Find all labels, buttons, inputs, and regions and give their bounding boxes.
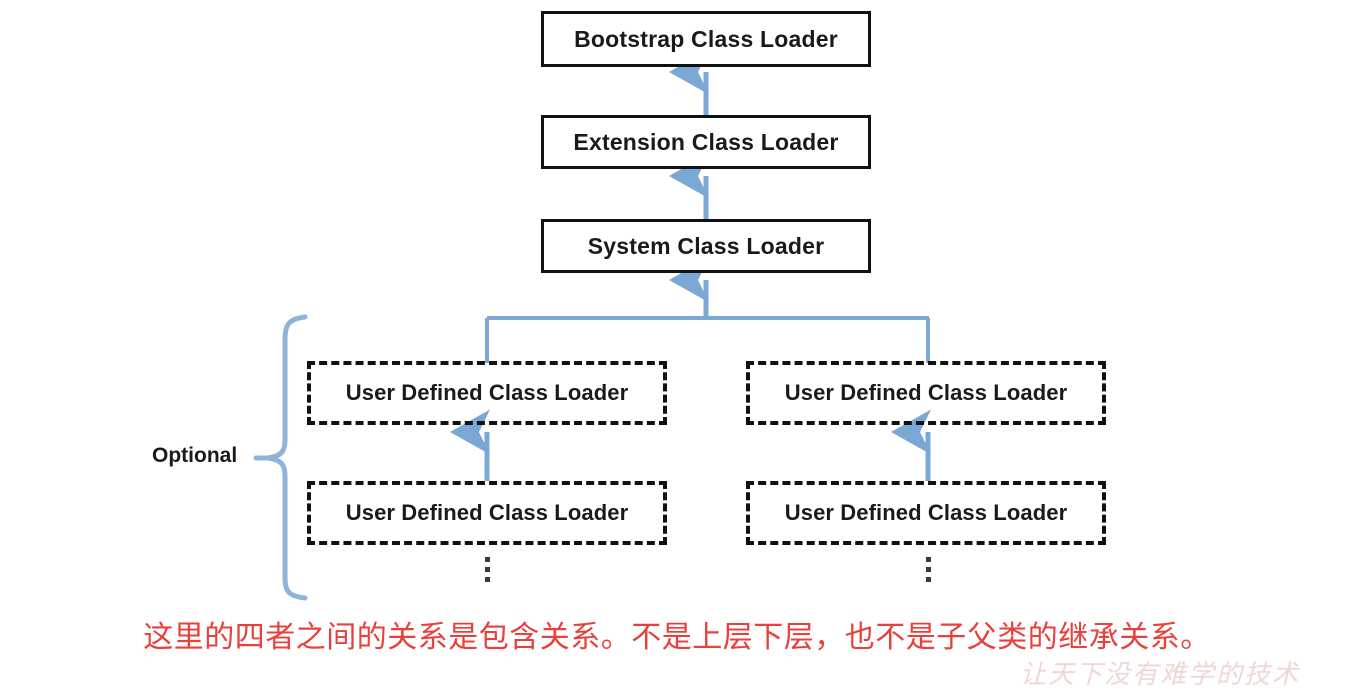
box-user-defined-class-loader-right-1-label: User Defined Class Loader: [784, 380, 1068, 405]
ellipsis-dot: [484, 567, 490, 572]
box-user-defined-class-loader-left-2[interactable]: User Defined Class Loader: [307, 481, 667, 545]
optional-label: Optional: [152, 444, 238, 467]
ellipsis-dot: [925, 577, 931, 582]
box-user-defined-class-loader-right-2[interactable]: User Defined Class Loader: [746, 481, 1106, 545]
box-user-defined-class-loader-left-2-label: User Defined Class Loader: [345, 500, 629, 525]
optional-brace-icon: [267, 314, 308, 601]
ellipsis-dot: [484, 557, 490, 562]
box-extension-class-loader[interactable]: Extension Class Loader: [541, 115, 871, 169]
watermark-text: 让天下没有难学的技术: [1020, 660, 1301, 690]
vertical-ellipsis-right: [921, 557, 935, 587]
ellipsis-dot: [925, 567, 931, 572]
box-system-class-loader[interactable]: System Class Loader: [541, 219, 871, 273]
box-system-class-loader-label: System Class Loader: [587, 232, 825, 259]
caption-text: 这里的四者之间的关系是包含关系。不是上层下层，也不是子父类的继承关系。: [143, 620, 1211, 655]
box-user-defined-class-loader-right-1[interactable]: User Defined Class Loader: [746, 361, 1106, 425]
box-user-defined-class-loader-left-1-label: User Defined Class Loader: [345, 380, 629, 405]
ellipsis-dot: [925, 557, 931, 562]
box-extension-class-loader-label: Extension Class Loader: [573, 128, 839, 155]
box-user-defined-class-loader-right-2-label: User Defined Class Loader: [784, 500, 1068, 525]
vertical-ellipsis-left: [480, 557, 494, 587]
box-bootstrap-class-loader[interactable]: Bootstrap Class Loader: [541, 11, 871, 67]
box-bootstrap-class-loader-label: Bootstrap Class Loader: [574, 25, 838, 52]
ellipsis-dot: [484, 577, 490, 582]
box-user-defined-class-loader-left-1[interactable]: User Defined Class Loader: [307, 361, 667, 425]
